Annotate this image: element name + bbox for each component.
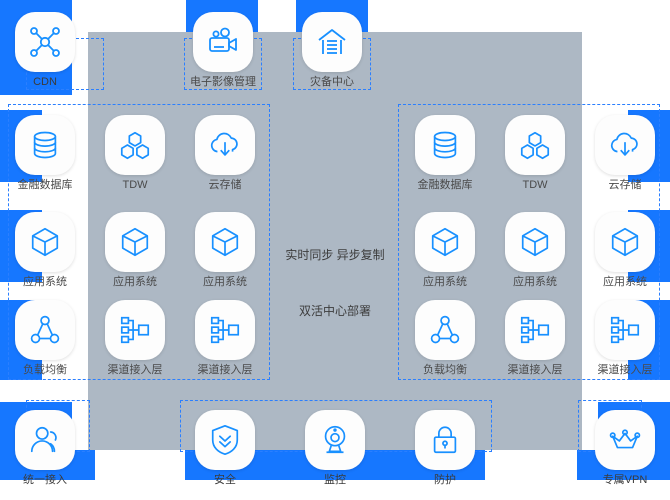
group-box-left-core [8,104,270,380]
sitemap-icon [195,300,255,360]
cloud-download-icon [195,115,255,175]
camera-monitor-icon [305,410,365,470]
node-label: 云存储 [608,179,642,191]
node-security[interactable]: 安全 [190,410,260,487]
node-label: 应用系统 [603,276,647,288]
node-eimg[interactable]: 电子影像管理 [188,12,258,89]
load-balancer-icon [415,300,475,360]
node-user[interactable]: 统一接入 [10,410,80,487]
node-label: 应用系统 [23,276,67,288]
node-l-ch1[interactable]: 渠道接入层 [100,300,170,377]
node-label: 应用系统 [203,276,247,288]
node-label: 云存储 [208,179,242,191]
accent-block-bottom-gap-l [95,450,185,480]
node-l-app1[interactable]: 应用系统 [10,212,80,289]
datacenter-panel [88,32,582,450]
node-l-app2[interactable]: 应用系统 [100,212,170,289]
node-r-tdw[interactable]: TDW [500,115,570,192]
centre-caption-sync: 实时同步 异步复制 [285,248,385,262]
node-label: 监控 [324,474,346,486]
node-label: 安全 [214,474,236,486]
node-label: 负载均衡 [423,364,467,376]
node-label: 应用系统 [113,276,157,288]
node-label: TDW [522,179,548,191]
node-l-db[interactable]: 金融数据库 [10,115,80,192]
node-label: TDW [122,179,148,191]
hex-cluster-icon [105,115,165,175]
cube-icon [105,212,165,272]
node-label: 金融数据库 [17,179,73,191]
node-r-app3[interactable]: 应用系统 [590,212,660,289]
node-dr-center[interactable]: 灾备中心 [297,12,367,89]
sitemap-icon [505,300,565,360]
node-label: 电子影像管理 [190,76,256,88]
node-label: CDN [33,76,57,88]
node-l-app3[interactable]: 应用系统 [190,212,260,289]
node-label: 负载均衡 [23,364,67,376]
node-cdn[interactable]: CDN [10,12,80,89]
cdn-network-icon [15,12,75,72]
sitemap-icon [595,300,655,360]
sitemap-icon [105,300,165,360]
node-vpn[interactable]: 专属VPN [590,410,660,487]
cloud-download-icon [595,115,655,175]
load-balancer-icon [15,300,75,360]
node-l-tdw[interactable]: TDW [100,115,170,192]
node-l-cos[interactable]: 云存储 [190,115,260,192]
node-guard[interactable]: 防护 [410,410,480,487]
database-icon [15,115,75,175]
node-label: 应用系统 [513,276,557,288]
node-r-db[interactable]: 金融数据库 [410,115,480,192]
node-l-ch2[interactable]: 渠道接入层 [190,300,260,377]
hex-cluster-icon [505,115,565,175]
node-r-app2[interactable]: 应用系统 [500,212,570,289]
node-r-app1[interactable]: 应用系统 [410,212,480,289]
lock-icon [415,410,475,470]
node-label: 金融数据库 [417,179,473,191]
user-icon [15,410,75,470]
cube-icon [15,212,75,272]
cube-icon [195,212,255,272]
node-label: 渠道接入层 [107,364,163,376]
crown-icon [595,410,655,470]
warehouse-icon [302,12,362,72]
cube-icon [505,212,565,272]
node-r-ch1[interactable]: 渠道接入层 [500,300,570,377]
centre-caption-deploy: 双活中心部署 [298,304,371,318]
node-r-ch2[interactable]: 渠道接入层 [590,300,660,377]
node-label: 灾备中心 [310,76,354,88]
database-icon [415,115,475,175]
node-label: 应用系统 [423,276,467,288]
cube-icon [595,212,655,272]
node-r-lb[interactable]: 负载均衡 [410,300,480,377]
node-label: 专属VPN [602,474,648,486]
node-label: 渠道接入层 [597,364,653,376]
node-label: 统一接入 [23,474,67,486]
node-label: 渠道接入层 [197,364,253,376]
node-monitor[interactable]: 监控 [300,410,370,487]
node-l-lb[interactable]: 负载均衡 [10,300,80,377]
node-label: 防护 [434,474,456,486]
video-camera-icon [193,12,253,72]
node-label: 渠道接入层 [507,364,563,376]
node-r-cos[interactable]: 云存储 [590,115,660,192]
group-box-right-core [398,104,660,380]
accent-block-bottom-gap-r [485,450,577,480]
cube-icon [415,212,475,272]
shield-icon [195,410,255,470]
